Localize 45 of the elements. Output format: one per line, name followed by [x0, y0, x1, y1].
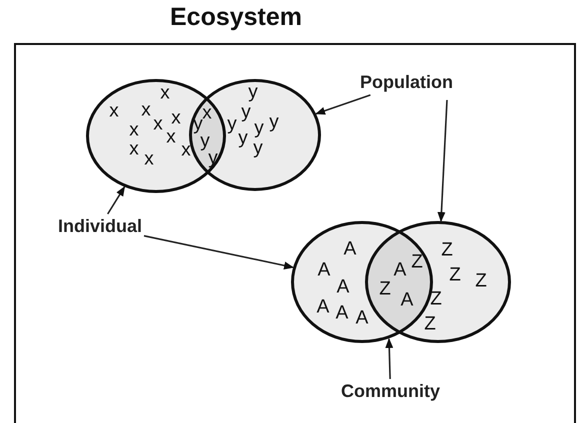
organism-symbol: A: [344, 240, 356, 258]
organism-symbol: x: [166, 128, 176, 146]
organism-symbol: x: [129, 120, 139, 140]
organism-symbol: y: [200, 132, 210, 150]
organism-symbol: y: [269, 112, 279, 132]
organism-symbol: y: [227, 114, 237, 134]
organism-symbol: Z: [449, 266, 461, 284]
organism-symbol: y: [248, 82, 258, 102]
organism-symbol: x: [144, 150, 154, 168]
organism-symbol: x: [153, 114, 163, 134]
organism-symbol: x: [141, 100, 151, 120]
organism-symbol: Z: [379, 280, 391, 298]
organism-symbol: y: [254, 118, 264, 138]
organism-symbol: Z: [430, 290, 442, 308]
organism-symbol: A: [400, 290, 414, 310]
organism-symbol: y: [208, 148, 218, 168]
organism-symbol: x: [109, 102, 119, 120]
organism-symbol: y: [253, 138, 263, 158]
arrow: [437, 100, 448, 222]
organism-symbol: Z: [424, 314, 436, 334]
organism-symbol: Z: [411, 252, 423, 272]
organism-symbol: y: [193, 114, 203, 134]
arrow: [315, 94, 371, 115]
organism-symbol: x: [160, 84, 170, 102]
organism-symbol: A: [336, 278, 350, 296]
callout-label: Individual: [58, 216, 142, 237]
organism-symbol: x: [181, 140, 191, 160]
organism-symbol: y: [241, 102, 251, 122]
organism-symbol: x: [202, 104, 212, 122]
frame-label: Ecosystem: [170, 3, 302, 32]
arrow: [144, 235, 294, 270]
organism-symbol: A: [394, 260, 406, 280]
organism-symbol: y: [238, 128, 248, 148]
organism-symbol: Z: [475, 272, 487, 290]
arrow: [385, 338, 394, 380]
organism-symbol: x: [171, 108, 181, 128]
organism-symbol: A: [316, 298, 330, 316]
arrow: [107, 186, 126, 214]
organism-symbol: A: [336, 304, 348, 322]
callout-label: Population: [360, 72, 453, 93]
organism-symbol: x: [129, 140, 139, 158]
organism-symbol: A: [318, 260, 330, 280]
organism-symbol: Z: [441, 240, 453, 260]
callout-label: Community: [341, 381, 440, 402]
organism-symbol: A: [356, 308, 368, 328]
